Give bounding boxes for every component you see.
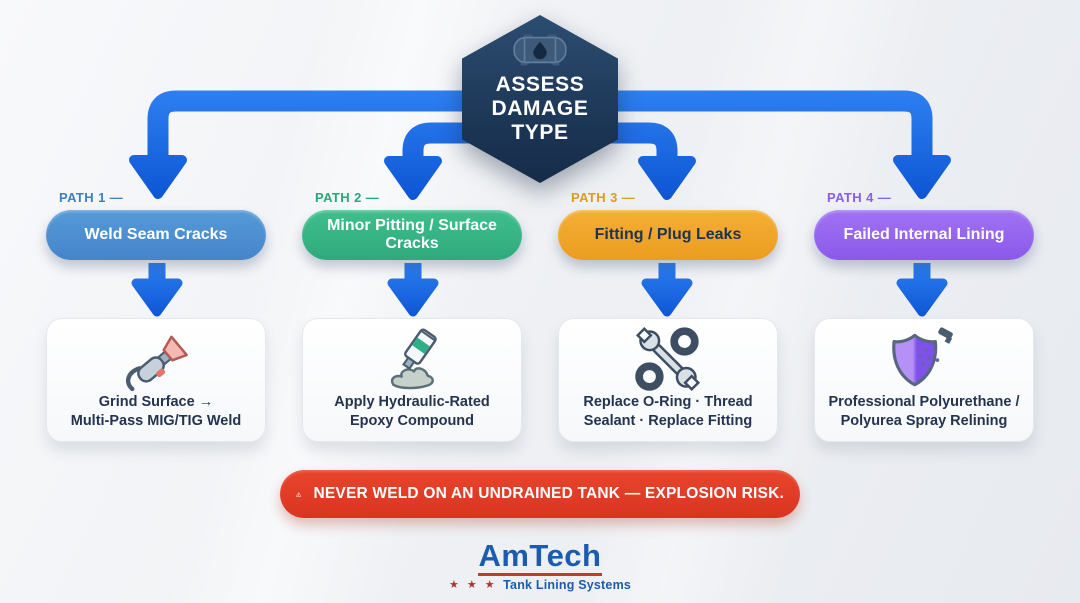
path-4-pill-text: Failed Internal Lining (843, 226, 1005, 244)
assess-damage-hexagon: ASSESS DAMAGE TYPE (462, 15, 618, 183)
path-3-card-line-1: Replace O-Ring · Thread (583, 394, 753, 410)
arrow-to-path-3 (540, 122, 696, 200)
logo-stars-icon: ★ ★ ★ (448, 578, 498, 591)
arrow-to-path-4 (540, 90, 951, 199)
epoxy-tube-icon (390, 328, 437, 390)
path-4-card-line-2: Polyurea Spray Relining (840, 413, 1008, 430)
warning-banner: NEVER WELD ON AN UNDRAINED TANK — EXPLOS… (280, 470, 800, 518)
assess-damage-title: ASSESS DAMAGE TYPE (492, 73, 589, 145)
arrow-pill4-to-card4 (896, 263, 948, 317)
path-3-card: Replace O-Ring · Thread Sealant · Replac… (558, 318, 778, 442)
path-1-label-text: PATH 1 — (59, 190, 124, 205)
tank-icon (513, 34, 567, 66)
logo-rule (478, 573, 602, 576)
path-2-pill: Minor Pitting / Surface Cracks (302, 210, 522, 260)
path-1-pill: Weld Seam Cracks (46, 210, 266, 260)
title-line-2: DAMAGE (491, 96, 589, 120)
path-3-pill-text: Fitting / Plug Leaks (594, 226, 742, 244)
path-1-card-line-1: Grind Surface → (98, 394, 214, 410)
logo-tagline: Tank Lining Systems (503, 578, 632, 592)
path-3-pill: Fitting / Plug Leaks (558, 210, 778, 260)
path-2-card: Apply Hydraulic-Rated Epoxy Compound (302, 318, 522, 442)
path-4-card-line-1: Professional Polyurethane / (828, 394, 1020, 410)
path-2-card-text: Apply Hydraulic-Rated Epoxy Compound (334, 393, 490, 431)
path-4-label-text: PATH 4 — (827, 190, 892, 205)
path-2-label-text: PATH 2 — (315, 190, 380, 205)
title-line-3: TYPE (511, 120, 569, 144)
path-1-label: PATH 1 — (46, 190, 266, 205)
path-3-card-line-2: Sealant · Replace Fitting (583, 413, 753, 430)
logo-name: AmTech (478, 538, 602, 573)
path-2-pill-text: Minor Pitting / Surface Cracks (327, 217, 497, 252)
arrow-pill2-to-card2 (387, 263, 439, 317)
path-2-card-line-2: Epoxy Compound (349, 413, 475, 430)
path-1-pill-text: Weld Seam Cracks (84, 226, 228, 244)
path-4-card: Professional Polyurethane / Polyurea Spr… (814, 318, 1034, 442)
path-3-card-text: Replace O-Ring · Thread Sealant · Replac… (583, 393, 752, 431)
path-1-card: Grind Surface → Multi-Pass MIG/TIG Weld (46, 318, 266, 442)
path-2-label: PATH 2 — (302, 190, 522, 205)
company-logo: AmTech ★ ★ ★ Tank Lining Systems (0, 540, 1080, 592)
arrow-pill3-to-card3 (641, 263, 693, 317)
wrench-orings-icon (635, 327, 701, 391)
arrow-to-path-2 (384, 122, 540, 200)
path-4-card-text: Professional Polyurethane / Polyurea Spr… (829, 393, 1020, 431)
path-4-pill: Failed Internal Lining (814, 210, 1034, 260)
path-1-card-text: Grind Surface → Multi-Pass MIG/TIG Weld (71, 393, 242, 431)
warning-text: NEVER WELD ON AN UNDRAINED TANK — EXPLOS… (313, 485, 784, 502)
title-line-1: ASSESS (495, 73, 585, 96)
arrow-pill1-to-card1 (131, 263, 183, 317)
path-2-card-line-1: Apply Hydraulic-Rated (334, 394, 490, 410)
arrow-to-path-1 (129, 90, 540, 199)
path-3-label: PATH 3 — (558, 190, 778, 205)
path-1-card-line-2: Multi-Pass MIG/TIG Weld (70, 413, 242, 430)
welding-torch-icon (125, 335, 188, 391)
warning-triangle-icon (296, 491, 302, 497)
path-3-label-text: PATH 3 — (571, 190, 636, 205)
spray-shield-icon (892, 327, 953, 387)
path-4-label: PATH 4 — (814, 190, 1034, 205)
